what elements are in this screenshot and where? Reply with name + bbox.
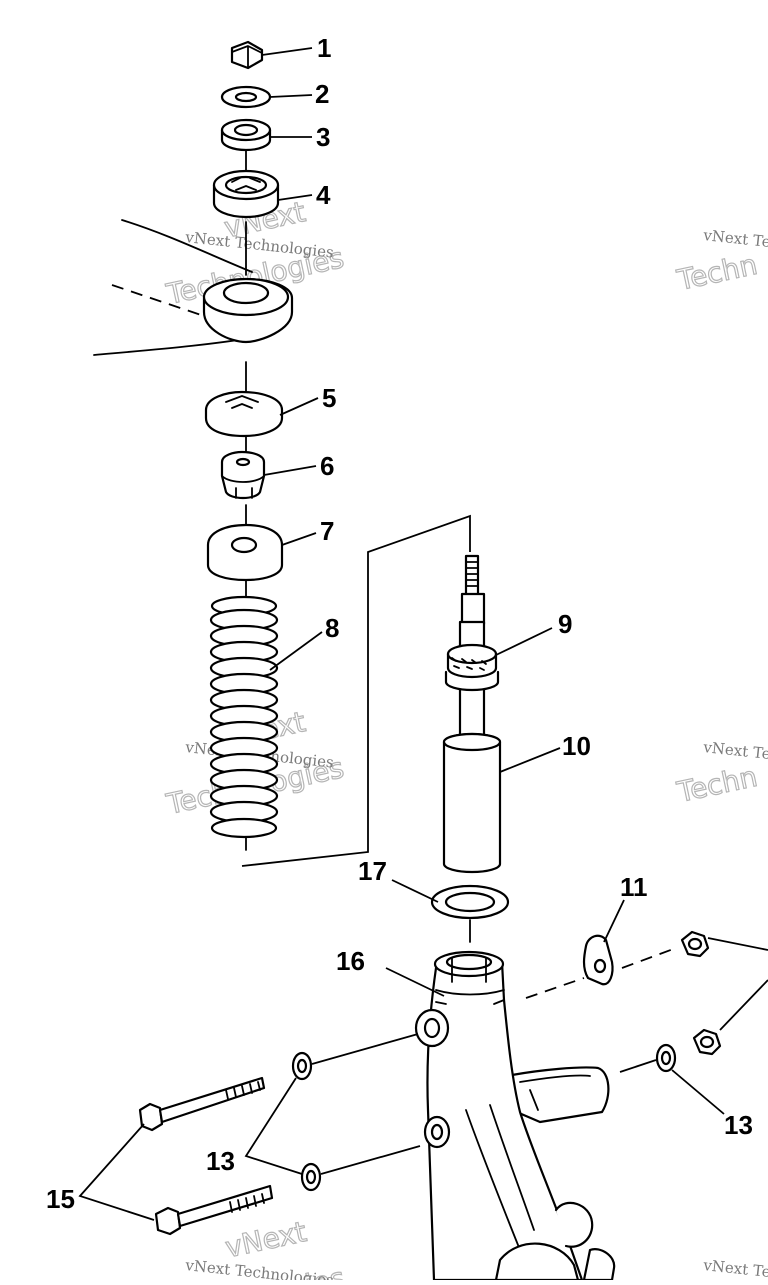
- assembly-bracket-line: [241, 514, 471, 867]
- callout-7: 7: [320, 516, 334, 546]
- callout-1: 1: [317, 33, 331, 63]
- callout-10: 10: [562, 731, 591, 761]
- frame-bracket: [93, 219, 294, 356]
- leader-lines: [78, 47, 725, 1221]
- callout-16: 16: [336, 946, 365, 976]
- callout-labels: 1 2 3 4 5 6 7 8 9 10 11 13 13 15 16 17: [46, 33, 753, 1214]
- watermark-large-top-right: Techn: [674, 248, 761, 297]
- part-8-coil-spring: [209, 595, 279, 839]
- callout-6: 6: [320, 451, 334, 481]
- part-9-bump-stop: [444, 643, 500, 692]
- callout-5: 5: [322, 383, 336, 413]
- part-7-spring-seat: [206, 523, 284, 582]
- right-edge-lines: [707, 937, 768, 1031]
- part-13-washer-lower-left: [300, 1162, 322, 1192]
- part-10-shock-absorber: [442, 554, 502, 874]
- nut-alignment-line: [621, 947, 677, 969]
- callout-13-right: 13: [724, 1110, 753, 1140]
- part-11-bracket: [582, 934, 614, 986]
- callout-3: 3: [316, 122, 330, 152]
- watermark-small-mid-right: vNext Te: [702, 738, 768, 763]
- callout-2: 2: [315, 79, 329, 109]
- callout-9: 9: [558, 609, 572, 639]
- washer-right-line: [619, 1059, 657, 1073]
- part-5-cup: [204, 390, 284, 438]
- part-3-bushing: [220, 118, 272, 152]
- part-1-nut: [230, 40, 264, 70]
- watermark-small-top-right: vNext Te: [702, 226, 768, 251]
- callout-13-left: 13: [206, 1146, 235, 1176]
- callout-4: 4: [316, 180, 331, 210]
- part-nut-upper-right: [680, 930, 710, 958]
- part-13-washer-right: [655, 1043, 677, 1073]
- part-16-spindle-knuckle: [414, 950, 616, 1282]
- part-nut-lower-right: [692, 1028, 722, 1056]
- part-4-upper-mount: [212, 169, 280, 219]
- part-17-thrust-washer: [430, 884, 510, 920]
- part-2-washer: [220, 85, 272, 109]
- callout-17: 17: [358, 856, 387, 886]
- watermark-large-mid-right: Techn: [674, 760, 761, 809]
- watermark-large-line1-bottom: vNext: [222, 1215, 309, 1264]
- callout-11: 11: [620, 872, 648, 902]
- bracket-alignment-line: [525, 977, 585, 999]
- part-15-bolt-upper: [138, 1076, 266, 1132]
- part-15-bolt-lower: [154, 1184, 274, 1236]
- washer-left-lines: [311, 1033, 421, 1175]
- callout-8: 8: [325, 613, 339, 643]
- watermark-small-bottom-right: vNext Te: [702, 1256, 768, 1280]
- part-6-spacer: [220, 450, 266, 500]
- callout-15: 15: [46, 1184, 75, 1214]
- part-13-washer-upper-left: [291, 1051, 313, 1081]
